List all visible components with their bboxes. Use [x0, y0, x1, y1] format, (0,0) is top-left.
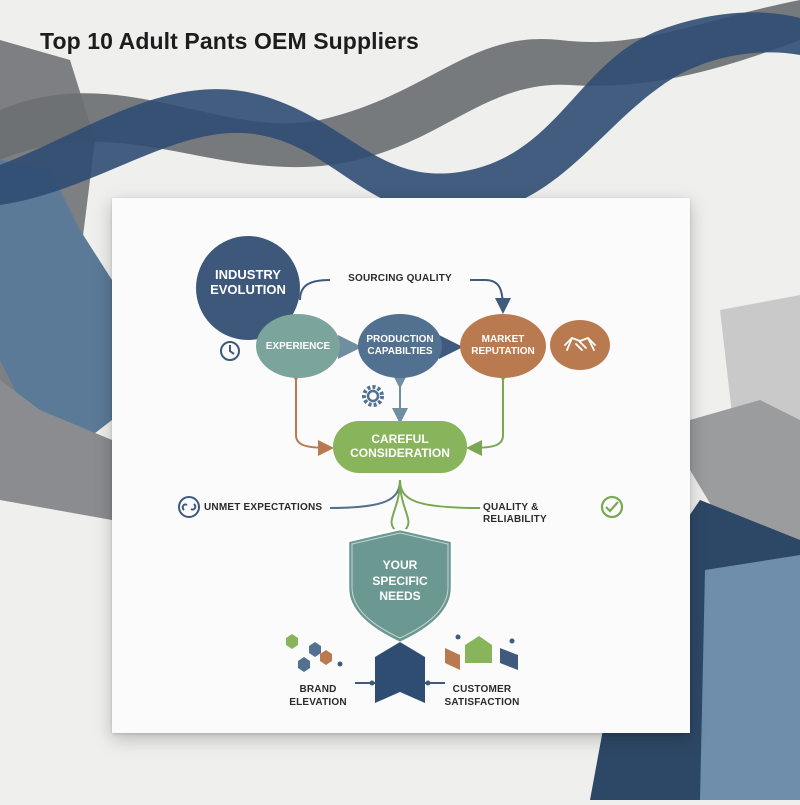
arrow-reputation-to-consideration — [466, 366, 511, 456]
node-careful-consideration — [333, 421, 467, 473]
label-quality-reliability: Quality & Reliability — [483, 502, 547, 525]
label-production-capabilities: Production Capabilties — [366, 334, 434, 357]
node-industry-evolution — [196, 236, 300, 340]
label-brand-elevation: Brand Elevation — [289, 684, 347, 708]
label-customer-satisfaction: Customer Satisfaction — [444, 684, 520, 708]
clock-icon — [220, 341, 240, 361]
gear-icon — [362, 385, 384, 407]
branch-to-needs — [390, 479, 410, 531]
fabric-swatch-left-blue — [0, 160, 112, 460]
page-title: Top 10 Adult Pants OEM Suppliers — [40, 28, 419, 54]
label-market-reputation: Market Reputation — [471, 334, 535, 357]
connector-sourcing-to-reputation — [470, 279, 511, 314]
label-unmet-expectations: Unmet Expectations — [204, 502, 323, 513]
node-handshake — [550, 320, 610, 370]
fabric-swatch-left-lower — [0, 380, 112, 520]
connector-evolution-to-sourcing — [299, 279, 331, 301]
shield-inner-outline — [351, 532, 449, 639]
shape-cluster-right — [445, 634, 518, 670]
label-experience: Experience — [265, 341, 331, 352]
label-sourcing-quality: Sourcing Quality — [348, 273, 452, 284]
branch-unmet-expectations — [329, 479, 401, 509]
label-industry-evolution: Industry Evolution — [210, 267, 286, 297]
chevron-badge — [375, 642, 425, 703]
node-production-capabilities — [358, 314, 442, 378]
branch-quality-reliability — [399, 479, 481, 509]
label-your-specific-needs: Your Specific Needs — [372, 558, 428, 604]
handshake-icon — [564, 337, 596, 351]
broken-link-icon — [178, 496, 200, 518]
node-experience — [256, 314, 340, 378]
fabric-swatch-right-lightblue — [700, 555, 800, 800]
checkmark-icon — [600, 495, 624, 519]
hexagon-cluster-left — [286, 634, 343, 672]
arrow-experience-to-consideration — [288, 366, 334, 456]
ribbon-blue — [0, 12, 800, 216]
node-market-reputation — [460, 314, 546, 378]
fabric-swatch-right-grey — [690, 400, 800, 560]
label-careful-consideration: Careful Consideration — [350, 432, 450, 460]
